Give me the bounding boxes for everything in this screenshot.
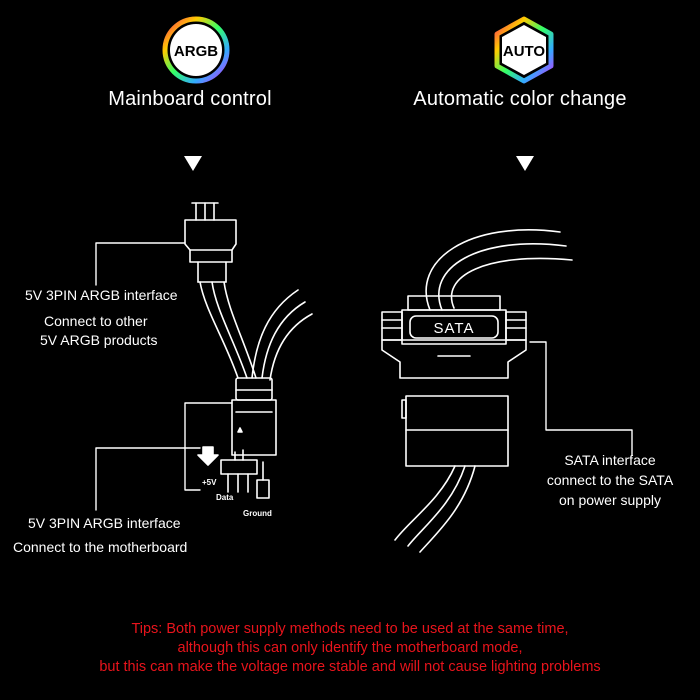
label-connect-motherboard: Connect to the motherboard xyxy=(13,539,188,555)
tips-line-2: although this can only identify the moth… xyxy=(177,640,523,656)
sata-cable-top xyxy=(425,229,573,311)
middle-argb-connector xyxy=(231,377,277,456)
plug-in-arrow-icon xyxy=(197,446,219,466)
left-leader-lines xyxy=(95,242,233,511)
tips-line-3: but this can make the voltage more stabl… xyxy=(99,659,601,675)
right-leader-line xyxy=(529,341,633,456)
tips-line-1: Tips: Both power supply methods need to … xyxy=(131,621,569,637)
auto-badge-icon: AUTO xyxy=(494,16,554,84)
label-sata-interface: SATA interface xyxy=(564,452,656,468)
sata-cable-bottom xyxy=(394,465,476,553)
label-argb-interface-top: 5V 3PIN ARGB interface xyxy=(25,287,178,303)
down-arrow-icon xyxy=(516,156,534,171)
top-connector-pins xyxy=(191,202,219,221)
sata-connector-label: SATA xyxy=(434,320,475,337)
label-power-supply: on power supply xyxy=(559,492,661,508)
sata-connector-body xyxy=(381,295,527,467)
motherboard-pin-header xyxy=(220,449,270,499)
label-5v-argb-products: 5V ARGB products xyxy=(40,332,158,348)
label-argb-interface-bottom: 5V 3PIN ARGB interface xyxy=(28,515,181,531)
argb-cable xyxy=(199,281,313,381)
heading-automatic-color-change: Automatic color change xyxy=(413,88,627,110)
pin-label-plus5v: +5V xyxy=(202,478,217,487)
argb-badge-text: ARGB xyxy=(174,43,218,60)
label-connect-sata: connect to the SATA xyxy=(546,472,674,488)
down-arrow-icon xyxy=(184,156,202,171)
pin-label-ground: Ground xyxy=(243,509,272,518)
heading-mainboard-control: Mainboard control xyxy=(108,88,272,110)
argb-badge-icon: ARGB xyxy=(162,16,230,84)
top-argb-connector xyxy=(184,219,237,283)
label-connect-other: Connect to other xyxy=(44,313,148,329)
pin-label-data: Data xyxy=(216,493,234,502)
auto-badge-text: AUTO xyxy=(503,43,546,60)
